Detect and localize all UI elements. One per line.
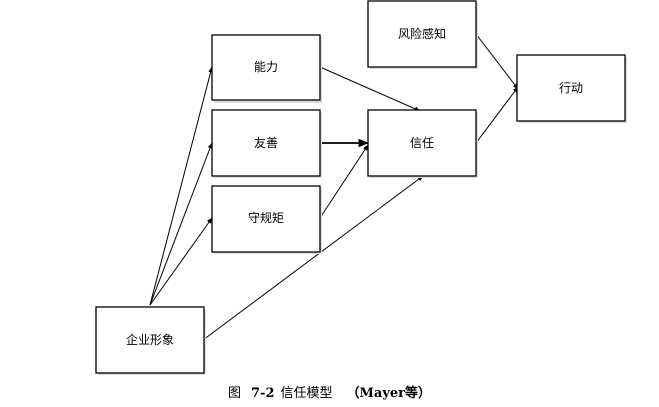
node-label: 信任 [410,136,434,150]
edge-image-to-benevolence [149,142,213,306]
node-risk-perception: 风险感知 [367,0,478,69]
edge-image-to-ability [149,66,213,306]
node-ability: 能力 [211,34,322,103]
figure-caption: 图 7-2 信任模型 （Mayer等） [0,386,659,402]
caption-number: 7-2 [251,386,275,401]
trust-model-diagram: 风险感知 能力 友善 守规矩 信任 行动 企业形象 [95,0,627,375]
caption-title: 信任模型 [280,386,333,401]
node-label: 友善 [254,135,278,150]
edge-ability-to-trust [319,66,421,112]
node-label: 守规矩 [248,210,284,225]
node-label: 风险感知 [398,26,446,41]
edge-image-to-trust [202,175,424,341]
node-label: 企业形象 [126,332,174,347]
node-label: 行动 [559,81,583,95]
caption-prefix: 图 [227,386,241,401]
edge-risk-to-action [475,33,519,90]
edges [149,33,519,341]
edge-integrity-to-trust [319,144,369,219]
node-integrity: 守规矩 [211,185,322,254]
edge-trust-to-action [475,86,519,144]
node-benevolence: 友善 [211,109,322,178]
node-action: 行动 [516,54,627,123]
caption-source: （Mayer等） [346,386,432,401]
node-label: 能力 [254,60,278,74]
node-trust: 信任 [367,109,478,178]
edge-image-to-integrity [149,217,213,306]
node-corporate-image: 企业形象 [95,306,206,375]
